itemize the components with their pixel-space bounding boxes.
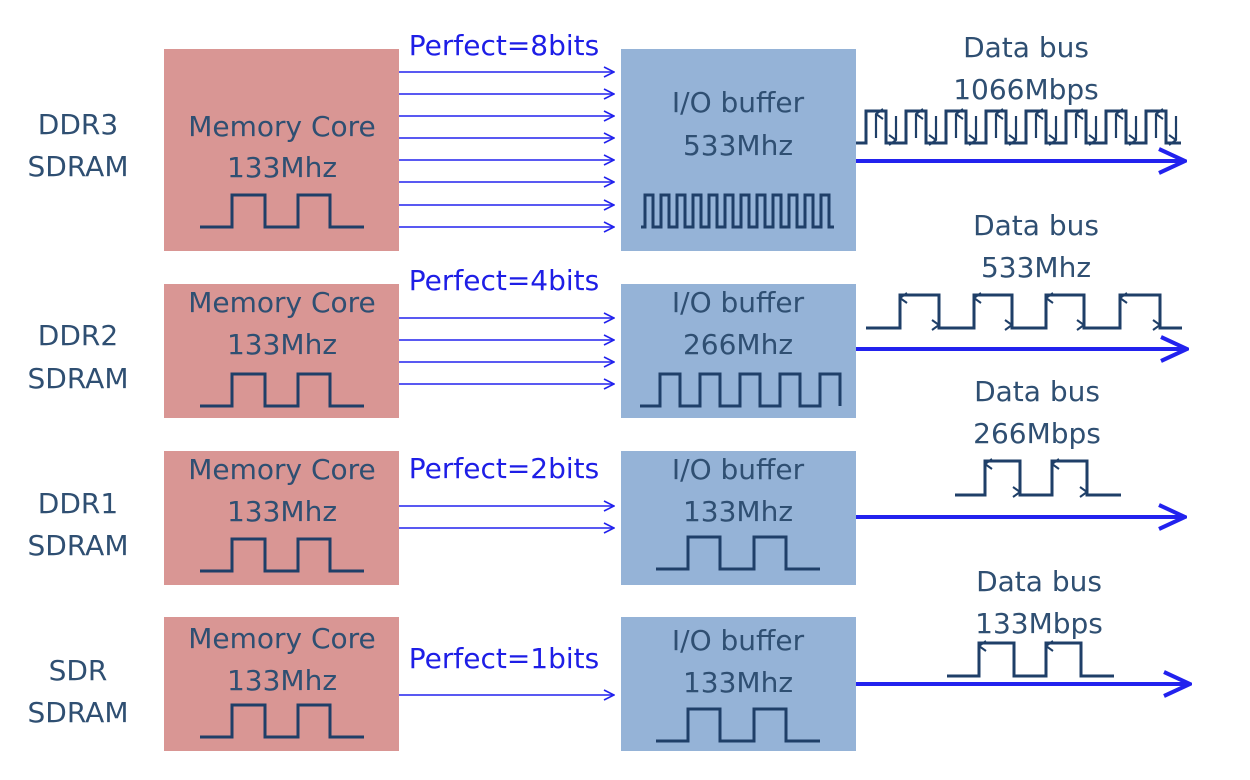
io-buffer-label: I/O buffer <box>672 86 805 119</box>
memory-core-label: Memory Core <box>188 286 376 319</box>
io-buffer-label: I/O buffer <box>672 624 805 657</box>
memory-core-label: Memory Core <box>188 622 376 655</box>
data-bus-label: Data bus <box>973 209 1099 242</box>
data-bus-label: Data bus <box>963 31 1089 64</box>
edge-markers <box>977 646 1046 672</box>
row-label-line1: DDR2 <box>38 319 118 352</box>
edge-markers <box>983 464 1089 492</box>
edge-markers <box>898 298 1162 325</box>
io-buffer-frequency: 133Mhz <box>683 666 793 699</box>
row-label-line1: DDR3 <box>38 108 118 141</box>
row-ddr3: DDR3 SDRAM Memory Core 133Mhz Perfect=8b… <box>28 29 1185 251</box>
data-bus-label: Data bus <box>974 375 1100 408</box>
data-bus-label: Data bus <box>976 565 1102 598</box>
io-buffer-box <box>621 451 856 585</box>
prefetch-label: Perfect=1bits <box>409 642 599 675</box>
prefetch-arrows <box>399 506 614 528</box>
data-bus-rate: 133Mbps <box>975 607 1103 640</box>
data-bus-rate: 1066Mbps <box>953 73 1099 106</box>
io-buffer-box <box>621 617 856 751</box>
memory-core-box <box>164 451 399 585</box>
data-bus-waveform <box>866 293 1182 330</box>
memory-core-frequency: 133Mhz <box>227 495 337 528</box>
memory-core-box <box>164 284 399 418</box>
core-clock-waveform <box>200 193 364 229</box>
memory-core-label: Memory Core <box>188 110 376 143</box>
prefetch-arrows <box>399 318 614 384</box>
row-ddr2: DDR2 SDRAM Memory Core 133Mhz Perfect=4b… <box>28 209 1187 418</box>
prefetch-label: Perfect=8bits <box>409 29 599 62</box>
buffer-clock-waveform <box>641 193 834 229</box>
core-clock-waveform <box>200 372 364 408</box>
io-buffer-frequency: 266Mhz <box>683 328 793 361</box>
row-label-line2: SDRAM <box>28 362 129 395</box>
buffer-clock-waveform <box>640 372 842 408</box>
memory-core-frequency: 133Mhz <box>227 151 337 184</box>
row-label-line2: SDRAM <box>28 529 129 562</box>
data-bus-waveform <box>947 641 1114 678</box>
core-clock-waveform <box>200 537 364 573</box>
memory-core-box <box>164 49 399 251</box>
core-clock-waveform <box>200 703 364 739</box>
row-ddr1: DDR1 SDRAM Memory Core 133Mhz Perfect=2b… <box>28 375 1185 585</box>
data-bus-waveform <box>856 109 1181 145</box>
edge-markers <box>874 114 1178 140</box>
data-bus-waveform <box>955 459 1121 497</box>
io-buffer-frequency: 133Mhz <box>683 495 793 528</box>
data-bus-rate: 266Mbps <box>973 417 1101 450</box>
prefetch-label: Perfect=4bits <box>409 264 599 297</box>
io-buffer-label: I/O buffer <box>672 286 805 319</box>
row-label-line1: SDR <box>49 654 108 687</box>
buffer-clock-waveform <box>656 535 820 571</box>
io-buffer-label: I/O buffer <box>672 453 805 486</box>
memory-core-frequency: 133Mhz <box>227 664 337 697</box>
io-buffer-frequency: 533Mhz <box>683 129 793 162</box>
data-bus-rate: 533Mhz <box>981 251 1091 284</box>
buffer-clock-waveform <box>656 707 820 743</box>
memory-core-box <box>164 617 399 751</box>
row-sdr: SDR SDRAM Memory Core 133Mhz Perfect=1bi… <box>28 565 1190 751</box>
row-label-line2: SDRAM <box>28 150 129 183</box>
prefetch-arrows <box>399 72 614 227</box>
row-label-line1: DDR1 <box>38 487 118 520</box>
memory-core-label: Memory Core <box>188 453 376 486</box>
prefetch-label: Perfect=2bits <box>409 452 599 485</box>
memory-core-frequency: 133Mhz <box>227 328 337 361</box>
row-label-line2: SDRAM <box>28 696 129 729</box>
